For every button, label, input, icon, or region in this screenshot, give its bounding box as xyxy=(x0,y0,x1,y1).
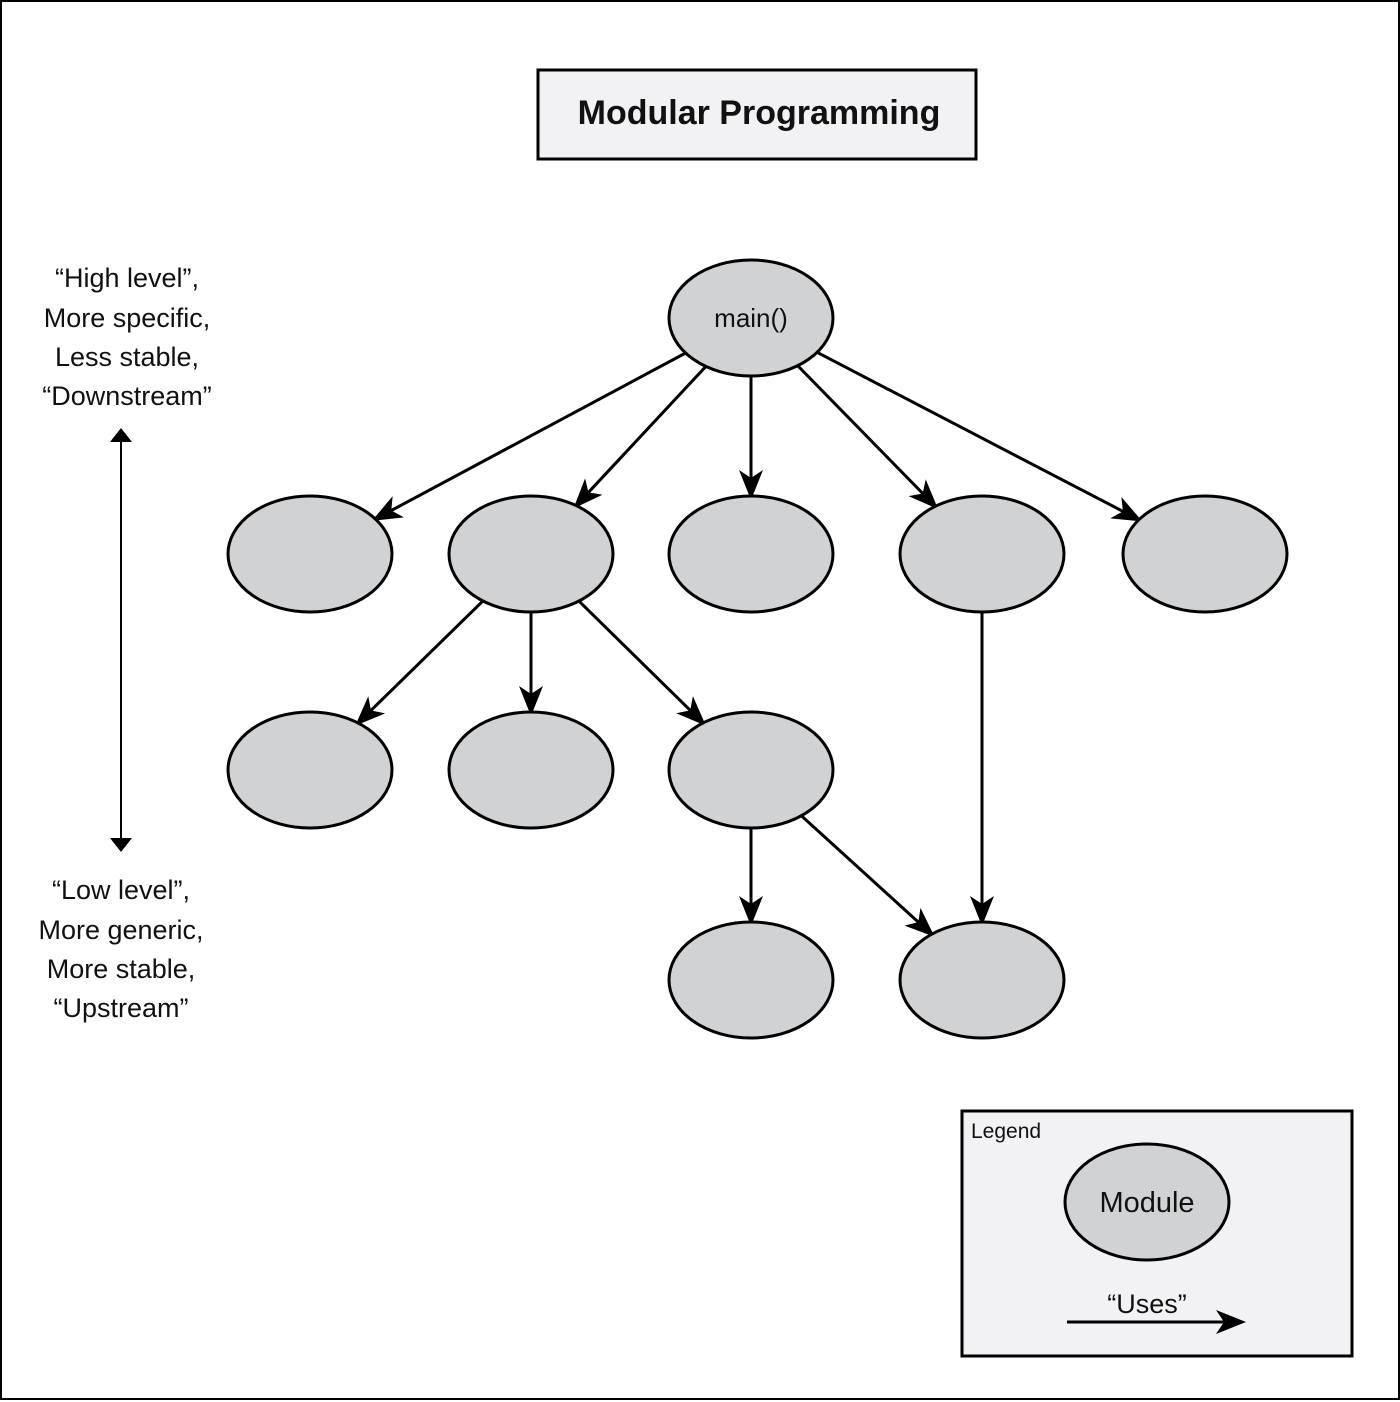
module-ellipse xyxy=(667,710,835,830)
module-ellipse xyxy=(226,710,394,830)
module-ellipse xyxy=(898,920,1066,1040)
module-node-a1 xyxy=(226,494,394,614)
scale-top-line-4: “Downstream” xyxy=(42,381,212,411)
level-scale: “High level”, More specific, Less stable… xyxy=(38,263,211,1023)
title-box: Modular Programming xyxy=(536,68,978,161)
module-node-b2 xyxy=(447,710,615,830)
module-label: main() xyxy=(714,303,788,333)
module-ellipse xyxy=(226,494,394,614)
scale-bottom-line-1: “Low level”, xyxy=(52,875,190,905)
page-title: Modular Programming xyxy=(578,94,941,132)
scale-top-line-1: “High level”, xyxy=(55,263,199,293)
scale-bottom-line-2: More generic, xyxy=(38,915,203,945)
module-node-a5 xyxy=(1121,494,1289,614)
edges-layer xyxy=(355,351,1143,937)
scale-top-line-3: Less stable, xyxy=(55,342,199,372)
module-ellipse xyxy=(1121,494,1289,614)
module-ellipse xyxy=(667,920,835,1040)
uses-edge-main-to-a4 xyxy=(796,364,939,510)
module-node-c2 xyxy=(898,920,1066,1040)
module-node-a2 xyxy=(447,494,615,614)
uses-edge-a2-to-b1 xyxy=(355,599,484,726)
module-node-a3 xyxy=(667,494,835,614)
module-ellipse xyxy=(667,258,835,378)
legend-module-node xyxy=(1063,1142,1231,1262)
module-ellipse xyxy=(898,494,1066,614)
double-arrow-top-head xyxy=(110,428,132,442)
legend-module-label: Module xyxy=(1099,1187,1194,1219)
legend-title: Legend xyxy=(971,1120,1041,1143)
legend-uses-label: “Uses” xyxy=(1107,1289,1187,1319)
module-ellipse xyxy=(667,494,835,614)
module-node-c1 xyxy=(667,920,835,1040)
uses-edge-main-to-a2 xyxy=(573,365,707,509)
module-node-b1 xyxy=(226,710,394,830)
module-node-b3 xyxy=(667,710,835,830)
scale-top-line-2: More specific, xyxy=(44,303,211,333)
uses-edge-a2-to-b3 xyxy=(577,599,706,726)
uses-edge-main-to-a5 xyxy=(816,351,1143,522)
uses-edge-main-to-a1 xyxy=(371,351,687,521)
nodes-layer: main() xyxy=(226,258,1289,1040)
double-arrow-bottom-head xyxy=(110,838,132,852)
module-ellipse xyxy=(447,494,615,614)
module-node-a4 xyxy=(898,494,1066,614)
uses-edge-b3-to-c2 xyxy=(800,814,935,937)
scale-bottom-line-4: “Upstream” xyxy=(53,993,188,1023)
module-ellipse xyxy=(447,710,615,830)
legend-box: Legend Module “Uses” xyxy=(960,1109,1354,1358)
scale-bottom-line-3: More stable, xyxy=(47,954,196,984)
module-node-main: main() xyxy=(667,258,835,378)
